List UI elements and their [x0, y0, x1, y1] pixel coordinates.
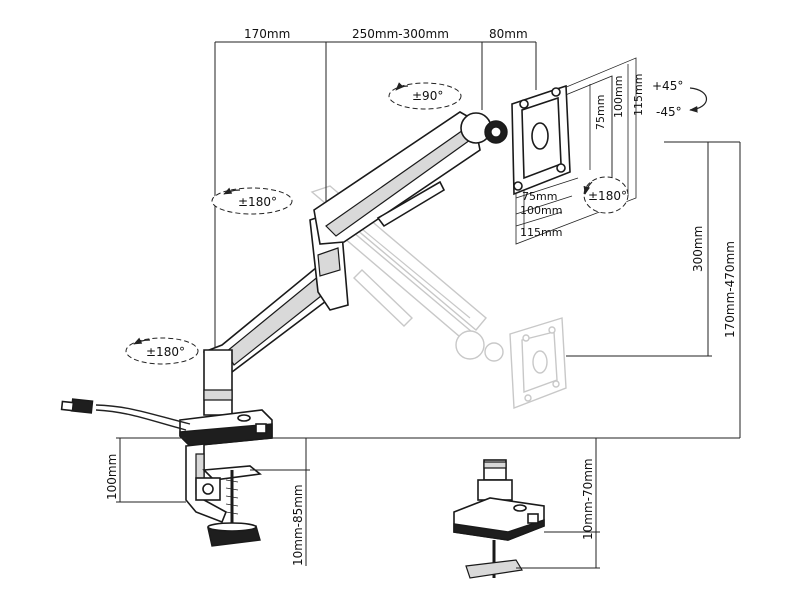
- dim-170-470mm: 170mm-470mm: [723, 241, 737, 338]
- height-dimensions: 300mm 170mm-470mm: [272, 141, 741, 439]
- rotation-90: ±90°: [412, 89, 443, 103]
- dim-115mm-horizontal: 115mm: [520, 226, 562, 239]
- vesa-plate-outline: 75mm 100mm 115mm 75mm 100mm 115mm: [515, 57, 645, 245]
- rotation-180-arm: ±180°: [238, 195, 277, 209]
- dim-80mm: 80mm: [489, 27, 528, 41]
- rotation-swivel-head: ±90°: [388, 82, 462, 110]
- dim-10-85mm: 10mm-85mm: [291, 484, 305, 566]
- dim-170mm: 170mm: [244, 27, 290, 41]
- tilt-down: -45°: [656, 105, 682, 119]
- clamp-dimensions: 100mm 10mm-85mm: [105, 437, 310, 566]
- dim-100mm-vertical: 100mm: [612, 76, 625, 118]
- dim-250-300mm: 250mm-300mm: [352, 27, 449, 41]
- grommet-dimensions: 10mm-70mm: [516, 438, 600, 569]
- rotation-180-base: ±180°: [146, 345, 185, 359]
- rotation-screen: ±180°: [583, 176, 629, 214]
- dim-100mm-clamp: 100mm: [105, 454, 119, 500]
- dim-75mm-horizontal: 75mm: [522, 190, 557, 203]
- usb-cable: [60, 398, 191, 431]
- dim-100mm-horizontal: 100mm: [520, 204, 562, 217]
- grommet-mount: [453, 459, 545, 579]
- tilt-up: +45°: [652, 79, 683, 93]
- dim-10-70mm: 10mm-70mm: [581, 458, 595, 540]
- dim-300mm: 300mm: [691, 226, 705, 272]
- clamp-mount: [179, 409, 273, 547]
- monitor-arm-raised: [203, 111, 508, 416]
- dim-115mm-vertical: 115mm: [632, 74, 645, 116]
- vesa-head-raised: [511, 84, 571, 196]
- rotation-base-joint: ±180°: [125, 337, 199, 365]
- top-dimension-line: 170mm 250mm-300mm 80mm: [214, 27, 537, 347]
- rotation-arm-joint: ±180°: [211, 187, 293, 215]
- dim-75mm-vertical: 75mm: [594, 95, 607, 130]
- rotation-180-screen: ±180°: [588, 189, 627, 203]
- rotation-tilt: +45° -45°: [652, 79, 708, 119]
